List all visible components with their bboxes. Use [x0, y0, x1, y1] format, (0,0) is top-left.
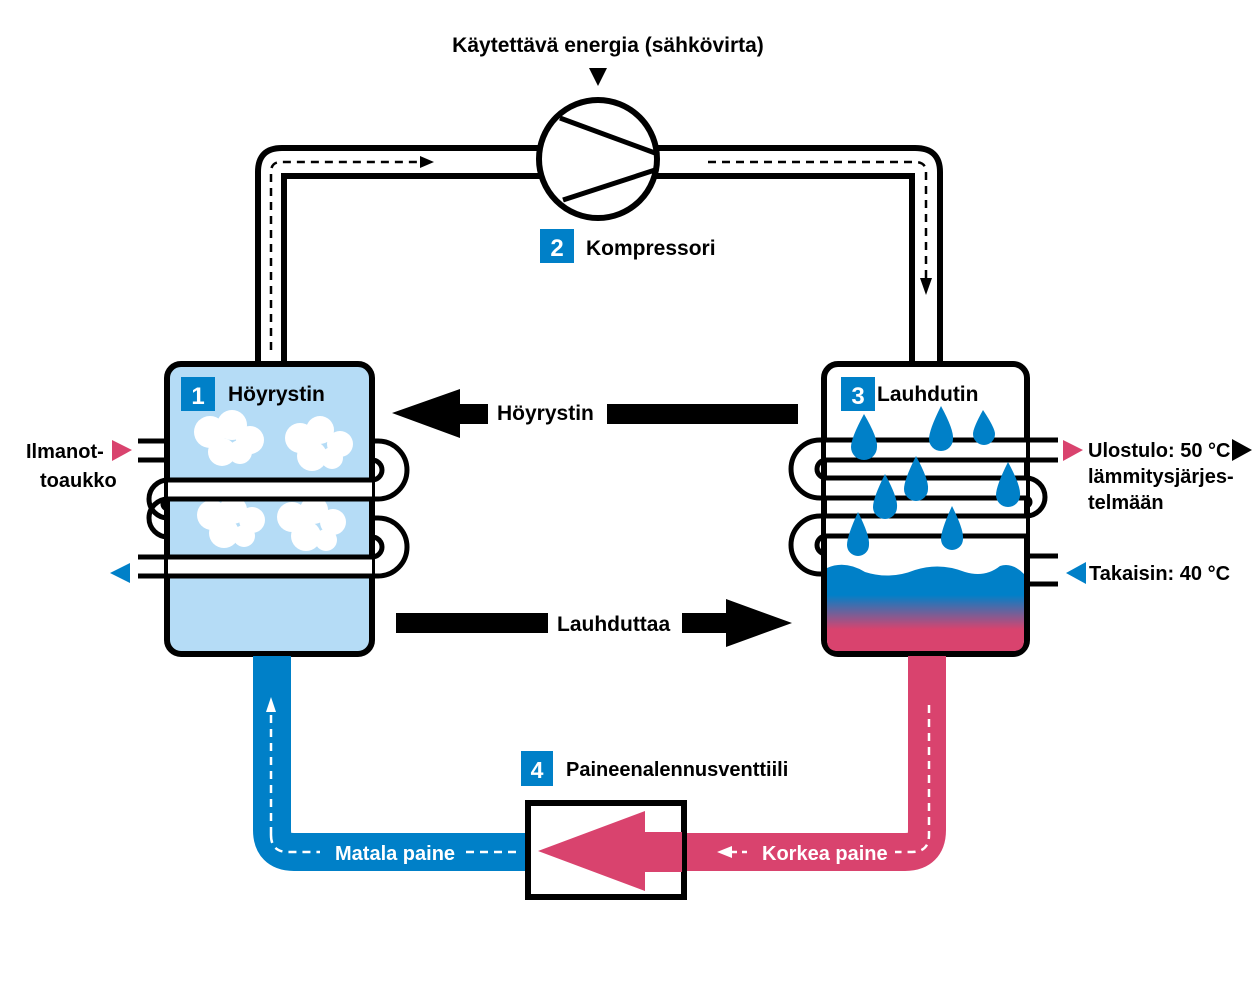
- high-pressure-pipe: [682, 656, 946, 871]
- arrow-down-icon: [589, 68, 607, 86]
- cloud-icon: [277, 496, 346, 551]
- component-badge-2: 2: [540, 229, 574, 263]
- outlet-dest-label-line2: lämmitysjärjes-: [1088, 466, 1234, 488]
- cloud-icon: [194, 410, 264, 466]
- outlet-dest-label-line3: telmään: [1088, 492, 1164, 514]
- water-drop-icon: [929, 406, 954, 451]
- water-drop-icon: [873, 474, 898, 519]
- air-inlet-label-line2: toaukko: [40, 470, 117, 492]
- svg-text:1: 1: [191, 383, 204, 410]
- hot-outlet-arrow-icon: [1063, 440, 1083, 461]
- arrow-right-icon: [682, 599, 792, 647]
- svg-text:4: 4: [531, 757, 544, 783]
- pipe-compressor-to-condenser: [655, 145, 943, 365]
- outlet-arrow-icon: [110, 563, 130, 583]
- return-temp-label: Takaisin: 40 °C: [1089, 563, 1230, 585]
- flow-arrow-bottom: [396, 599, 792, 647]
- flow-arrow-right-icon: [420, 156, 434, 168]
- flow-arrow-top: [392, 389, 798, 438]
- outlet-direction-arrow-icon: [1232, 439, 1252, 461]
- flow-arrow-down-icon: [920, 278, 932, 295]
- water-drop-icon: [904, 456, 929, 501]
- valve-arrow-icon: [538, 811, 682, 891]
- evaporator-coil: [138, 438, 410, 579]
- flow-bottom-label: Lauhduttaa: [557, 613, 670, 636]
- arrow-left-icon: [392, 389, 488, 438]
- expansion-valve-label: Paineenalennusventtiili: [566, 759, 788, 781]
- component-badge-1: 1: [181, 377, 215, 411]
- svg-text:2: 2: [550, 235, 563, 262]
- compressor: [536, 97, 660, 221]
- flow-top-label: Höyrystin: [497, 402, 594, 425]
- water-drops: [847, 406, 1021, 556]
- component-badge-3: 3: [841, 377, 875, 411]
- outlet-temp-label: Ulostulo: 50 °C: [1088, 440, 1230, 462]
- cloud-icon: [197, 496, 265, 548]
- flow-arrow-left-icon: [717, 846, 732, 858]
- inlet-arrow-icon: [112, 440, 132, 461]
- low-pressure-label: Matala paine: [335, 843, 455, 865]
- water-drop-icon: [941, 506, 964, 550]
- condenser-label: Lauhdutin: [877, 383, 978, 406]
- high-pressure-label: Korkea paine: [762, 843, 888, 865]
- flow-arrow-up-icon: [266, 697, 276, 712]
- evaporator-label: Höyrystin: [228, 383, 325, 406]
- low-pressure-pipe: [253, 656, 530, 871]
- water-drop-icon: [973, 410, 995, 445]
- expansion-valve: [525, 800, 687, 900]
- water-drop-icon: [851, 414, 878, 460]
- cloud-icon: [285, 416, 353, 471]
- component-badge-4: 4: [521, 751, 553, 786]
- air-inlet-label-line1: Ilmanot-: [26, 441, 104, 463]
- water-drop-icon: [847, 512, 870, 556]
- pipe-evaporator-to-compressor: [255, 145, 545, 365]
- energy-input-label: Käytettävä energia (sähkövirta): [452, 34, 764, 57]
- compressor-label: Kompressori: [586, 237, 716, 260]
- svg-text:3: 3: [851, 383, 864, 410]
- return-arrow-icon: [1066, 562, 1086, 584]
- water-drop-icon: [996, 462, 1021, 507]
